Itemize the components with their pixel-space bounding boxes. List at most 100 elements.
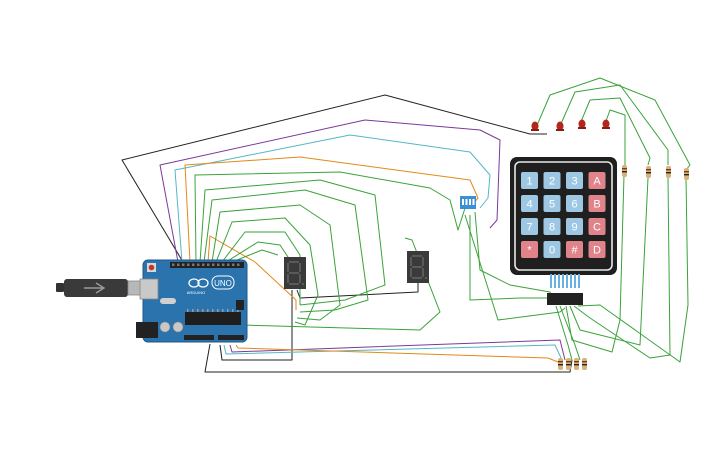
keypad-key-face <box>588 241 606 258</box>
wire-orange-mid[interactable] <box>207 235 297 310</box>
keypad-key-label: B <box>593 199 600 211</box>
resistor-icon[interactable] <box>574 358 579 370</box>
wire-green-2[interactable] <box>199 179 386 306</box>
wire-green-1[interactable] <box>194 171 467 263</box>
power-header[interactable] <box>184 335 214 340</box>
resistor-icon[interactable] <box>684 168 689 180</box>
keypad-key-label: 9 <box>571 222 577 234</box>
resistors-bottom <box>558 358 587 370</box>
wire-green-keypad-c[interactable] <box>464 214 566 321</box>
keypad-key-label: C <box>593 222 601 234</box>
seven-segment-display-right[interactable]: 8. <box>0 0 429 283</box>
keypad-key-face <box>521 172 538 189</box>
keypad-key[interactable]: 4 <box>521 195 538 212</box>
led-icon[interactable] <box>556 121 564 132</box>
capacitor-2 <box>172 321 184 333</box>
wire-green-7[interactable] <box>225 241 291 263</box>
crystal <box>160 298 176 304</box>
wire-black-bottom[interactable] <box>204 343 573 373</box>
usb-cable-icon[interactable] <box>56 279 153 297</box>
keypad-key[interactable]: 1 <box>521 172 538 189</box>
wire-green-led-top-3[interactable] <box>579 97 651 166</box>
keypad-key[interactable]: 3 <box>566 172 583 189</box>
resistor-icon[interactable] <box>558 358 563 370</box>
wire-green-8[interactable] <box>231 249 279 263</box>
keypad-key[interactable]: D <box>588 241 606 258</box>
wire-orange-top[interactable] <box>184 156 479 263</box>
wire-green-keypad-b[interactable] <box>469 215 552 301</box>
wire-cyan-top[interactable] <box>174 134 491 263</box>
wire-green-led-2[interactable] <box>569 177 649 346</box>
power-jack <box>136 322 158 338</box>
wire-green-led-top-4[interactable] <box>604 109 626 165</box>
keypad-key-face <box>566 218 583 235</box>
keypad-key[interactable]: B <box>588 195 606 212</box>
resistor-icon[interactable] <box>566 358 571 370</box>
keypad-key-label: 2 <box>549 176 555 188</box>
led-icon[interactable] <box>531 121 539 132</box>
keypad-key-face <box>566 195 583 212</box>
keypad-key-label: 7 <box>526 222 532 234</box>
resistors-right <box>622 165 689 180</box>
keypad-key-face <box>566 172 583 189</box>
wire-green-led-top-2[interactable] <box>559 84 669 165</box>
keypad-key[interactable]: 5 <box>543 195 561 212</box>
wire-green-5[interactable] <box>215 217 319 326</box>
wire-purple-bottom[interactable] <box>229 339 566 361</box>
dip-switch-icon[interactable] <box>460 196 476 209</box>
keypad-key[interactable]: * <box>521 241 538 258</box>
keypad-key[interactable]: 0 <box>543 241 561 258</box>
wire-black-left[interactable] <box>219 290 293 361</box>
wire-green-3[interactable] <box>203 189 369 313</box>
keypad-key[interactable]: 7 <box>521 218 538 235</box>
seven-segment-display-left[interactable]: 8. <box>0 0 306 289</box>
keypad-key-label: 4 <box>526 199 532 211</box>
wire-green-led-1[interactable] <box>565 174 625 353</box>
keypad-key[interactable]: A <box>588 172 606 189</box>
wire-black-top[interactable] <box>121 94 547 263</box>
keypad-key-label: D <box>593 245 601 257</box>
keypad-header[interactable] <box>547 293 583 305</box>
uno-badge <box>211 275 235 290</box>
keypad-key[interactable]: 9 <box>566 218 583 235</box>
keypad-key[interactable]: 6 <box>566 195 583 212</box>
keypad-key-face <box>543 195 561 212</box>
wire-purple-top[interactable] <box>159 119 501 263</box>
keypad-key-face <box>543 218 561 235</box>
keypad-key[interactable]: # <box>566 241 583 258</box>
keypad-inner <box>514 161 613 271</box>
display-segments <box>410 255 427 279</box>
keypad-key-face <box>588 172 606 189</box>
icsp-header <box>236 300 244 310</box>
resistor-icon[interactable] <box>646 166 651 178</box>
keypad-key-label: 3 <box>571 176 577 188</box>
led-icon[interactable] <box>578 119 586 130</box>
keypad-key[interactable]: 8 <box>543 218 561 235</box>
wire-green-led-top-1[interactable] <box>534 77 691 171</box>
keypad-key[interactable]: C <box>588 218 606 235</box>
keypad-key-face <box>588 218 606 235</box>
keypad-key-label: 8 <box>549 222 555 234</box>
keypad-key-face <box>543 241 561 258</box>
arduino-logo-icon <box>188 278 209 288</box>
usb-plug-tip <box>56 283 64 292</box>
wire-green-led-3[interactable] <box>573 177 671 359</box>
keypad-key[interactable]: 2 <box>543 172 561 189</box>
analog-header[interactable] <box>218 335 244 340</box>
keypad-key-label: # <box>571 245 578 257</box>
wire-orange-bottom[interactable] <box>235 344 559 363</box>
wire-green-4[interactable] <box>211 204 341 321</box>
arduino-board[interactable]: UNO ARDUINO <box>136 259 248 343</box>
wire-green-led-4[interactable] <box>577 177 689 363</box>
resistor-icon[interactable] <box>622 165 627 177</box>
resistor-icon[interactable] <box>666 166 671 178</box>
capacitor-1 <box>159 321 171 333</box>
led-icon[interactable] <box>602 119 610 130</box>
wire-green-bottom-res-2[interactable] <box>555 305 573 361</box>
reset-button-cap <box>148 264 155 271</box>
wire-green-bottom-res[interactable] <box>559 305 581 361</box>
wire-cyan-bottom[interactable] <box>223 344 563 361</box>
resistor-icon[interactable] <box>582 358 587 370</box>
usb-jack <box>139 278 159 300</box>
